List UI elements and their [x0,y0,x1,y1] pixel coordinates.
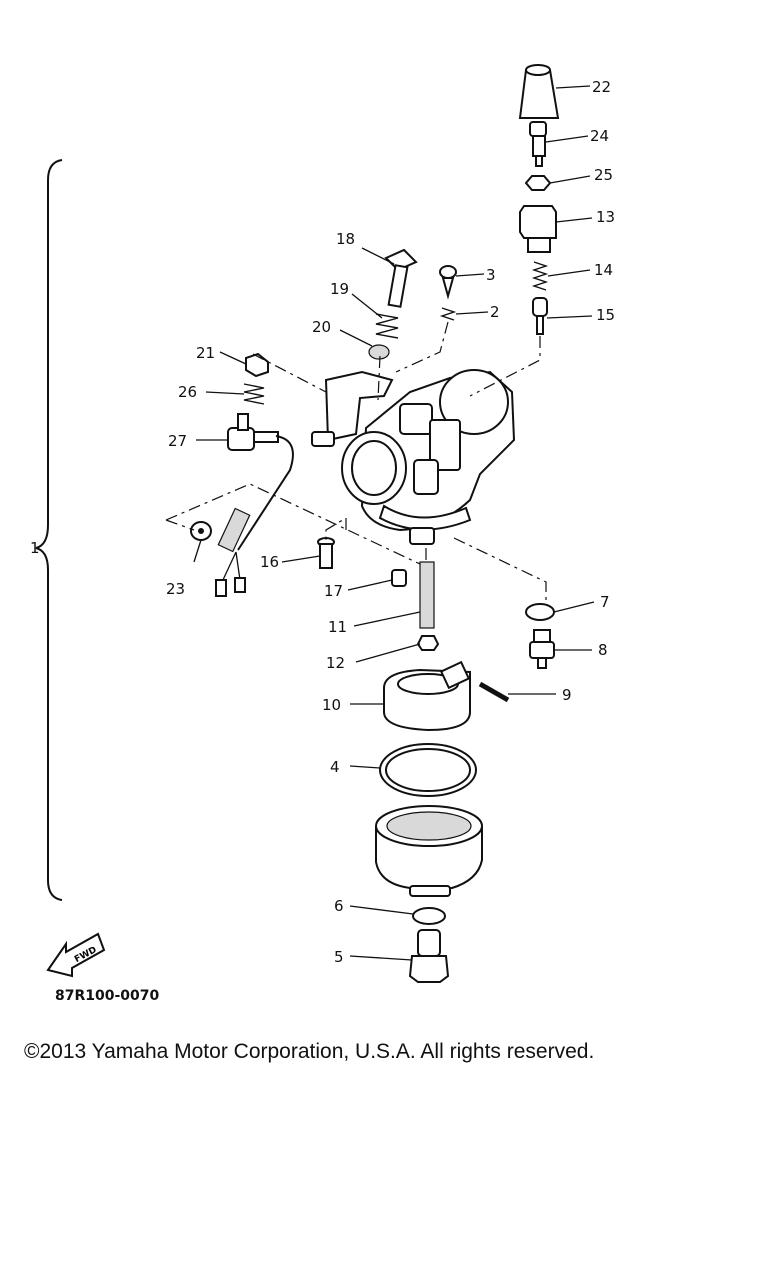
callout-13: 13 [596,208,615,226]
diagram-reference-code: 87R100-0070 [55,988,160,1004]
part-11-tube [419,561,435,629]
callout-21: 21 [196,344,215,362]
leader-lines [193,85,595,961]
part-18-screw [384,248,418,308]
carburetor-body [311,369,516,545]
callout-1: 1 [30,539,40,557]
part-6-washer [412,907,446,925]
part-27-throttle-stop [215,413,294,597]
callout-25: 25 [594,166,613,184]
copyright-notice: ©2013 Yamaha Motor Corporation, U.S.A. A… [24,1040,595,1063]
part-12-jet [416,635,440,651]
part-20-washer [368,344,390,360]
callout-4: 4 [330,758,340,776]
part-4-gasket [379,743,477,797]
part-23-hole [198,528,204,534]
part-7-washer [525,603,555,621]
part-5-drain-screw [408,929,450,983]
part-22-cap [518,64,560,119]
callout-12: 12 [326,654,345,672]
part-19-spring [375,313,399,339]
part-14-spring [531,261,549,291]
part-3-screw [439,265,457,300]
part-9-pin [478,681,510,703]
part-24-fitting [529,121,547,167]
part-10-float [383,660,471,732]
callout-5: 5 [334,948,344,966]
part-13-body [519,205,557,253]
assembly-brace: 1 [30,159,63,901]
callout-16: 16 [260,553,279,571]
part-16-screw [317,537,335,569]
dashed-reference-lines [165,321,547,600]
fwd-arrow-icon: FWD [46,932,106,978]
callout-24: 24 [590,127,609,145]
callout-27: 27 [168,432,187,450]
part-15-needle [532,297,548,335]
callout-18: 18 [336,230,355,248]
callout-8: 8 [598,641,608,659]
callout-3: 3 [486,266,496,284]
callout-7: 7 [600,593,610,611]
callout-6: 6 [334,897,344,915]
callout-11: 11 [328,618,347,636]
callout-26: 26 [178,383,197,401]
part-25-nut [524,175,552,191]
callout-19: 19 [330,280,349,298]
part-21-nut [245,352,269,378]
callout-9: 9 [562,686,572,704]
part-2-spring [439,307,457,321]
callout-17: 17 [324,582,343,600]
part-26-spring [243,383,265,405]
part-17-plug [391,569,407,587]
callout-20: 20 [312,318,331,336]
callout-14: 14 [594,261,613,279]
callout-22: 22 [592,78,611,96]
float-bowl [375,805,483,897]
callout-labels: 22 24 25 13 14 15 18 19 20 3 2 21 26 27 … [166,78,615,966]
callout-23: 23 [166,580,185,598]
part-8-valve [529,629,555,669]
callout-15: 15 [596,306,615,324]
exploded-parts-diagram: 1 [30,64,615,983]
callout-2: 2 [490,303,500,321]
callout-10: 10 [322,696,341,714]
